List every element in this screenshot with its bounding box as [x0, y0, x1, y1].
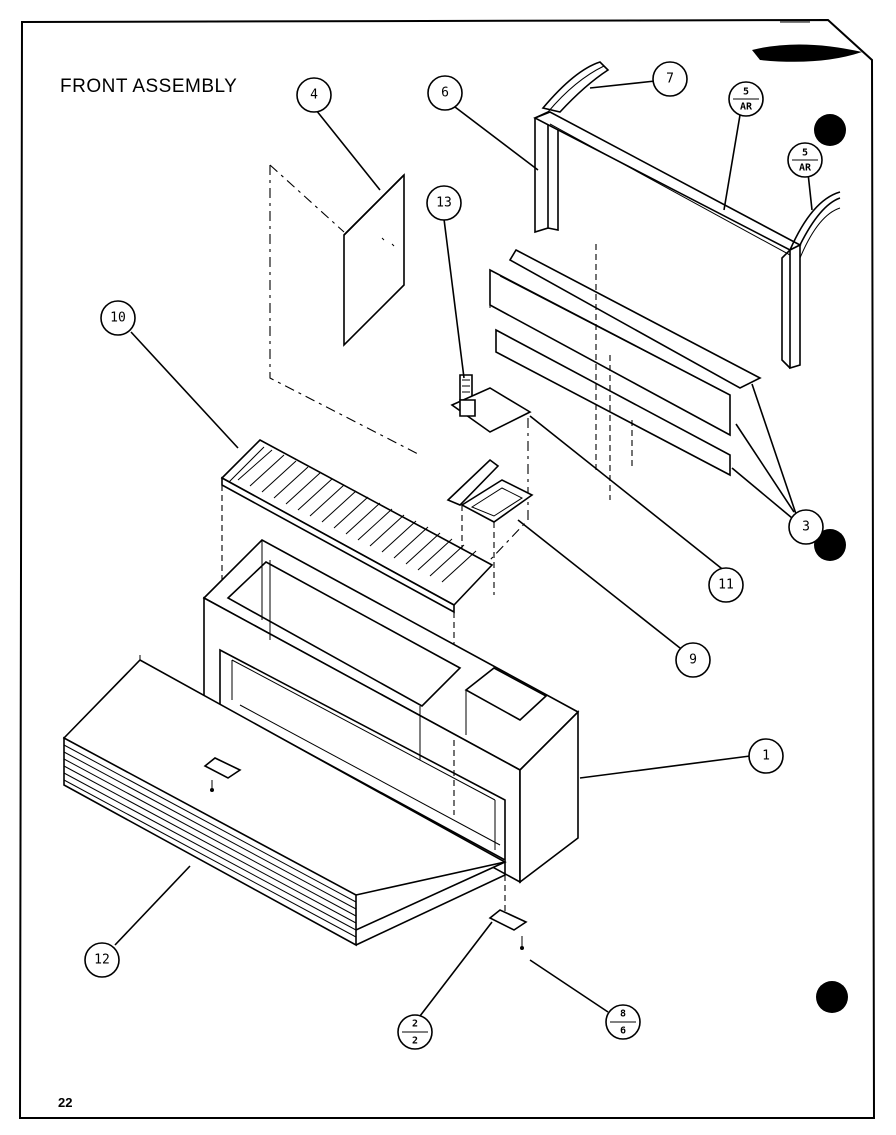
- part-1-cabinet: [202, 539, 580, 884]
- leader-lines: [114, 80, 813, 1017]
- callout-12-label: 12: [94, 953, 110, 968]
- callout-7: 7: [652, 61, 688, 97]
- callout-5b-bottom: AR: [799, 163, 812, 174]
- callout-2-top: 2: [412, 1019, 418, 1030]
- callout-8-bottom: 6: [620, 1026, 626, 1037]
- binder-hole-top: [814, 114, 846, 146]
- callout-8: 8 6: [605, 1004, 641, 1040]
- callout-3-label: 3: [802, 520, 810, 535]
- part-2-brackets: [203, 757, 528, 950]
- callout-6-label: 6: [441, 86, 449, 101]
- callout-9-label: 9: [689, 653, 697, 668]
- part-12-front-grille: [62, 655, 507, 947]
- callout-5a-top: 5: [743, 87, 749, 98]
- callout-12: 12: [84, 942, 120, 978]
- callout-2-bottom: 2: [412, 1036, 418, 1047]
- callout-10-label: 10: [110, 311, 126, 326]
- callout-7-label: 7: [666, 72, 674, 87]
- callout-9: 9: [675, 642, 711, 678]
- callout-10: 10: [100, 300, 136, 336]
- binder-hole-bottom: [816, 981, 848, 1013]
- callout-13: 13: [426, 185, 462, 221]
- callout-5b-top: 5: [802, 148, 808, 159]
- callout-4-label: 4: [310, 88, 318, 103]
- page-number: 22: [58, 1095, 72, 1110]
- ink-blot: [752, 44, 862, 62]
- part-7-trim: [541, 61, 610, 113]
- part-11-cover: [450, 387, 532, 561]
- part-4-panel: [269, 164, 421, 456]
- callout-11-label: 11: [718, 578, 734, 593]
- callout-4: 4: [296, 77, 332, 113]
- callout-1-label: 1: [762, 749, 770, 764]
- callout-13-label: 13: [436, 196, 452, 211]
- callout-3: 3: [788, 509, 824, 545]
- callout-2: 2 2: [397, 1014, 433, 1050]
- callout-5a-bottom: AR: [740, 102, 753, 113]
- callout-5-ar-top: 5 AR: [728, 81, 764, 117]
- callout-6: 6: [427, 75, 463, 111]
- callout-11: 11: [708, 567, 744, 603]
- part-9-box: [446, 458, 534, 595]
- page-title: FRONT ASSEMBLY: [60, 76, 237, 97]
- callout-1: 1: [748, 738, 784, 774]
- part-6-frame: [533, 110, 841, 370]
- binder-hole-middle: [814, 529, 846, 561]
- callout-5-ar-right: 5 AR: [787, 142, 823, 178]
- callout-8-top: 8: [620, 1009, 626, 1020]
- part-3-strips: [489, 244, 762, 500]
